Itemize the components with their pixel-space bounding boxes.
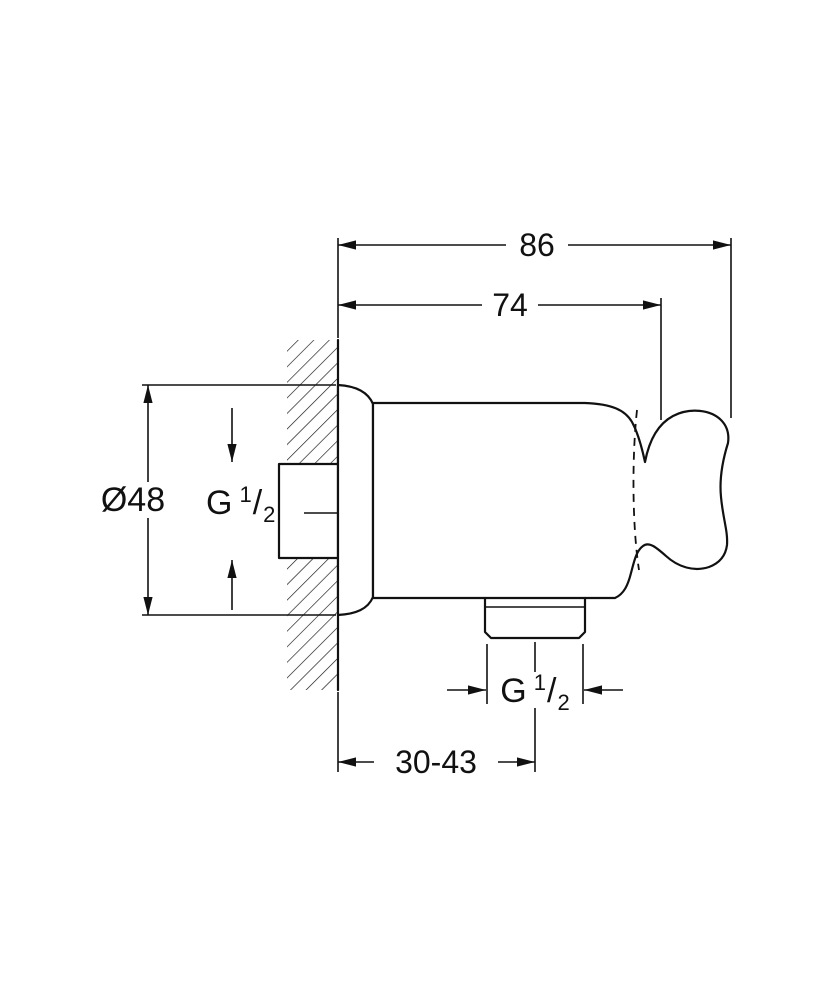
dimension-text-74: 74 [492,287,528,323]
dimension-body-width: 74 [338,287,662,420]
thread-prefix: G [206,484,232,522]
label-mask [482,287,538,323]
label-mask [495,672,575,708]
dimension-overall-width: 86 [338,227,732,418]
flange [336,383,375,617]
thread-prefix: G [500,672,526,710]
dimension-text-86: 86 [519,227,555,263]
thread-denominator: 2 [557,690,569,715]
dimension-text-offset: 30-43 [395,744,477,780]
thread-slash: / [253,484,263,522]
label-mask [374,744,498,780]
dimension-text-diameter: Ø48 [101,481,165,519]
dimension-flange-diameter: Ø48 [86,384,336,616]
dimension-wall-offset: 30-43 [338,642,536,780]
thread-slash: / [547,672,557,710]
thread-denominator: 2 [263,502,275,527]
thread-numerator: 1 [534,670,546,695]
shower-holder-hidden-edge [632,409,640,571]
inlet-thread [277,462,340,560]
label-mask [86,482,180,518]
fixture-body [371,401,730,640]
thread-numerator: 1 [239,482,251,507]
label-mask [506,227,568,263]
